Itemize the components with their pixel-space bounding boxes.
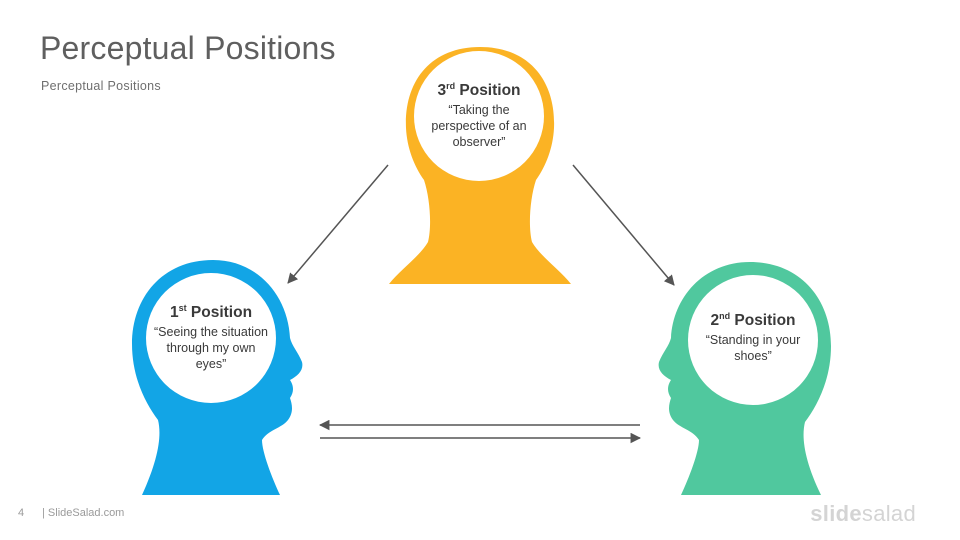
arrow-observer-to-first <box>287 164 389 284</box>
first-position-quote: “Seeing the situation through my own eye… <box>154 325 268 371</box>
observer-head-circle <box>414 51 544 181</box>
footer-source: | SlideSalad.com <box>42 507 125 519</box>
second-position-quote: “Standing in your shoes” <box>705 333 801 363</box>
slidesalad-logo: slidesalad <box>810 501 916 526</box>
first-position-label: 1st Position “Seeing the situation throu… <box>150 302 272 372</box>
slide-subtitle: Perceptual Positions <box>41 79 161 93</box>
page-number: 4 <box>18 507 25 519</box>
first-person-head-circle <box>146 273 276 403</box>
slide-title: Perceptual Positions <box>40 30 336 66</box>
arrow-observer-to-second <box>572 164 675 286</box>
second-person-head-circle <box>688 275 818 405</box>
first-position-title: 1st Position <box>169 302 253 321</box>
third-position-title: 3rd Position <box>437 80 521 99</box>
second-position-label: 2nd Position “Standing in your shoes” <box>693 310 813 364</box>
third-position-quote: “Taking the perspective of an observer” <box>431 103 527 149</box>
third-position-label: 3rd Position “Taking the perspective of … <box>419 80 539 150</box>
second-position-title: 2nd Position <box>710 310 796 329</box>
